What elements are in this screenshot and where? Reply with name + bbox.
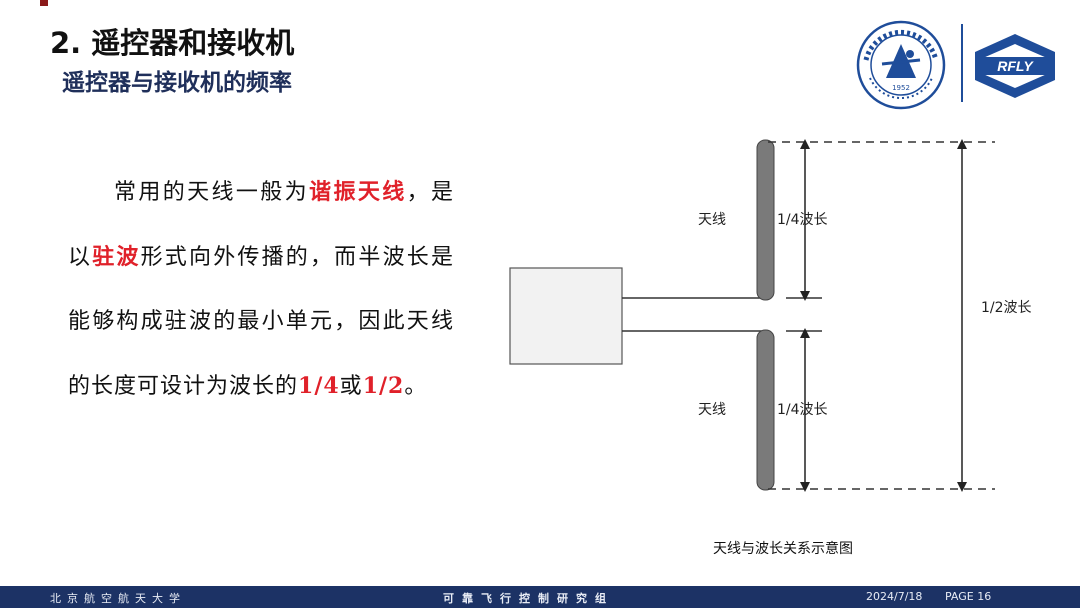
body-text-4: 或 <box>339 374 363 399</box>
body-paragraph: 常用的天线一般为谐振天线，是以驻波形式向外传播的，而半波长是能够构成驻波的最小单… <box>68 160 454 419</box>
body-text-3: 形式向外传播的，而半波长是能够构成驻波的最小单元，因此天线的长度可设计为波长的 <box>68 245 454 399</box>
transmitter-box <box>509 267 623 365</box>
body-text-1: 常用的天线一般为 <box>114 180 310 205</box>
highlight-standing-wave: 驻波 <box>92 244 141 270</box>
antenna-label-top: 天线 <box>698 212 726 228</box>
footer-date: 2024/7/18 <box>866 590 923 603</box>
rfly-logo-icon: RFLY <box>975 34 1055 98</box>
quarter-label-top: 1/4波长 <box>777 212 828 228</box>
page-subtitle: 遥控器与接收机的频率 <box>62 70 292 96</box>
footer-page-number: PAGE 16 <box>945 590 992 603</box>
highlight-half: 1/2 <box>362 373 405 399</box>
diagram-caption: 天线与波长关系示意图 <box>713 541 853 557</box>
quarter-label-bottom: 1/4波长 <box>777 402 828 418</box>
subtitle-row: 遥控器与接收机的频率 <box>40 66 292 96</box>
top-accent-mark <box>40 0 48 6</box>
logo-year: 1952 <box>892 84 910 92</box>
logo-divider <box>961 24 963 102</box>
university-logo-icon: 1952 <box>856 20 946 110</box>
footer-bar: 北京航空航天大学 可靠飞行控制研究组 2024/7/18 PAGE 16 <box>0 586 1080 608</box>
footer-group: 可靠飞行控制研究组 <box>443 592 614 605</box>
highlight-resonant-antenna: 谐振天线 <box>309 179 407 205</box>
rfly-logo-text: RFLY <box>997 58 1034 74</box>
body-text-5: 。 <box>404 374 428 399</box>
antenna-label-bottom: 天线 <box>698 402 726 418</box>
antenna-element-top <box>756 139 775 301</box>
body-text-2: ，是以 <box>68 180 454 270</box>
antenna-element-bottom <box>756 329 775 491</box>
antenna-diagram: 天线 天线 1/4波长 1/4波长 1/2波长 <box>509 139 1032 492</box>
highlight-quarter: 1/4 <box>298 373 340 399</box>
footer-university: 北京航空航天大学 <box>50 592 186 605</box>
half-label: 1/2波长 <box>981 300 1032 316</box>
page-title: 2. 遥控器和接收机 <box>50 26 295 60</box>
